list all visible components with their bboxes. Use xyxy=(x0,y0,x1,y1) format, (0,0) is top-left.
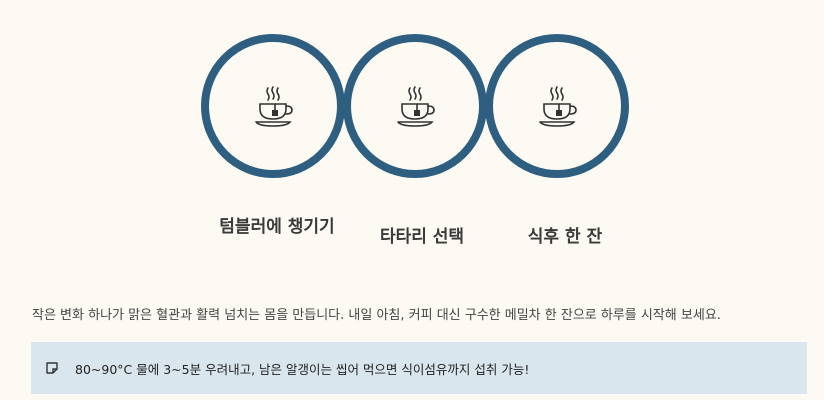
teacup-icon xyxy=(255,86,293,127)
step-2-circle xyxy=(343,34,487,178)
tip-callout: 80~90°C 물에 3~5분 우려내고, 남은 알갱이는 씹어 먹으면 식이섬… xyxy=(31,342,807,394)
step-2-label: 타타리 선택 xyxy=(379,227,465,247)
step-1-label: 텀블러에 챙기기 xyxy=(219,217,335,237)
step-1-circle xyxy=(201,34,345,178)
step-3-label: 식후 한 잔 xyxy=(527,227,603,247)
note-icon xyxy=(46,362,58,374)
teacup-icon xyxy=(397,86,435,127)
step-3-circle xyxy=(485,34,629,178)
teacup-icon xyxy=(539,86,577,127)
tip-text: 80~90°C 물에 3~5분 우려내고, 남은 알갱이는 씹어 먹으면 식이섬… xyxy=(75,361,530,377)
process-steps: 텀블러에 챙기기 타타리 선택 식후 한 잔 xyxy=(201,34,629,247)
description-text: 작은 변화 하나가 맑은 혈관과 활력 넘치는 몸을 만듭니다. 내일 아침, … xyxy=(32,308,721,323)
